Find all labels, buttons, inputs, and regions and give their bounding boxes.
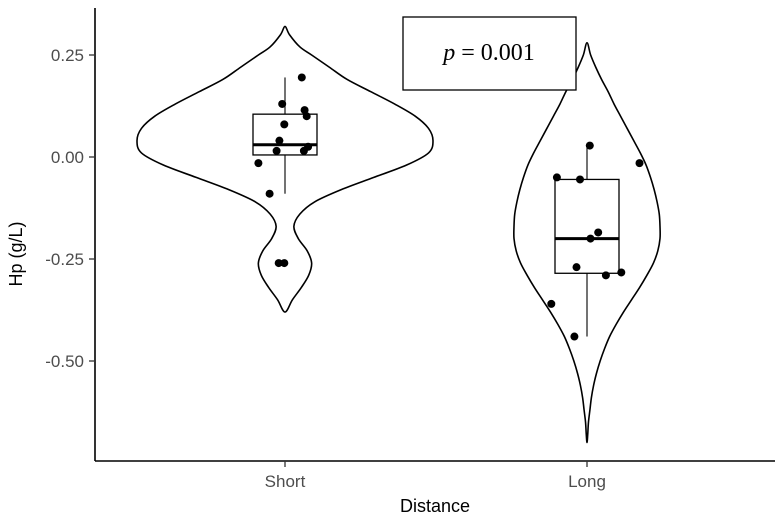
p-value-annotation: p = 0.001 xyxy=(402,16,577,91)
data-point-long-7 xyxy=(601,271,610,280)
data-point-long-3 xyxy=(635,159,644,168)
data-point-short-8 xyxy=(297,73,306,82)
data-point-short-9 xyxy=(300,106,309,115)
data-point-short-12 xyxy=(304,142,313,151)
data-point-long-9 xyxy=(547,299,556,308)
data-point-short-10 xyxy=(302,112,311,121)
violin-long xyxy=(513,41,661,444)
violins-layer xyxy=(136,25,661,444)
annotation-box xyxy=(402,16,577,91)
data-point-short-4 xyxy=(272,146,281,155)
data-point-short-1 xyxy=(265,189,274,198)
x-tick-label: Long xyxy=(568,472,606,491)
data-point-long-8 xyxy=(617,268,626,277)
x-axis-title: Distance xyxy=(400,496,470,516)
data-point-long-5 xyxy=(586,234,595,243)
y-tick-label: -0.25 xyxy=(45,250,84,269)
y-tick-label: 0.25 xyxy=(51,46,84,65)
data-point-short-3 xyxy=(275,136,284,145)
data-point-short-6 xyxy=(274,259,283,268)
data-point-long-1 xyxy=(576,175,584,184)
data-point-long-4 xyxy=(594,228,603,237)
data-points-layer xyxy=(254,73,644,341)
p-symbol: p xyxy=(441,40,455,66)
y-axis-title: Hp (g/L) xyxy=(6,221,26,286)
y-tick-label: 0.00 xyxy=(51,148,84,167)
data-point-long-0 xyxy=(552,173,561,182)
box-iqr-short xyxy=(252,113,318,156)
x-ticks: Short Long xyxy=(265,461,606,491)
p-value: = 0.001 xyxy=(455,40,535,66)
data-point-short-7 xyxy=(280,259,289,268)
data-point-long-10 xyxy=(570,332,579,341)
data-point-long-2 xyxy=(585,141,594,150)
box-iqr-long xyxy=(554,178,620,274)
annotation-text: p = 0.001 xyxy=(441,40,535,66)
x-tick-label: Short xyxy=(265,472,306,491)
y-ticks: 0.25 0.00 -0.25 -0.50 xyxy=(45,46,95,371)
data-point-short-0 xyxy=(254,159,263,168)
data-point-short-5 xyxy=(280,120,289,129)
y-tick-label: -0.50 xyxy=(45,352,84,371)
data-point-long-6 xyxy=(572,263,581,272)
data-point-short-2 xyxy=(278,99,287,108)
